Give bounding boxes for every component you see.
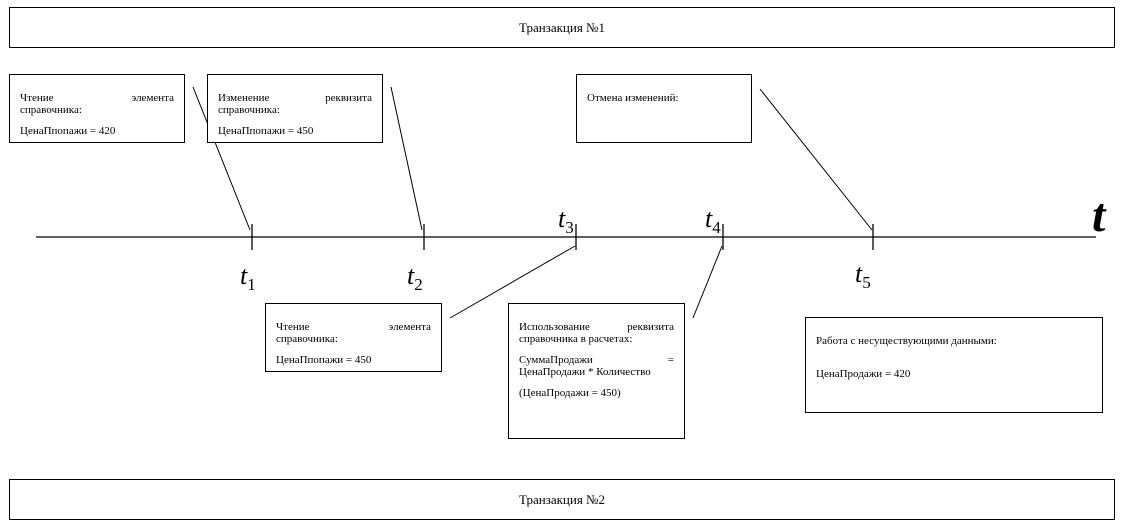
box-read-420: Чтение элемента справочника: ЦенаПпопажи… bbox=[9, 74, 185, 143]
box-cancel-changes: Отмена изменений: bbox=[576, 74, 752, 143]
box-read-450-value: ЦенаПпопажи = 450 bbox=[276, 354, 372, 366]
box-cancel-line1: Отмена изменений: bbox=[587, 92, 679, 104]
connector-read1 bbox=[192, 86, 251, 231]
box-change-line2: справочника: bbox=[218, 104, 280, 116]
box-change-line1: Изменение реквизита bbox=[218, 92, 372, 104]
tick-label-t2: t2 bbox=[407, 261, 423, 295]
connector-cancel bbox=[759, 88, 873, 231]
connector-use bbox=[692, 245, 723, 319]
box-read-450: Чтение элемента справочника: ЦенаПпопажи… bbox=[265, 303, 442, 372]
box-stale-data: Работа с несуществующими данными: ЦенаПр… bbox=[805, 317, 1103, 413]
box-change-450: Изменение реквизита справочника: ЦенаПпо… bbox=[207, 74, 383, 143]
connector-change bbox=[390, 86, 423, 231]
box-read-450-line2: справочника: bbox=[276, 333, 338, 345]
box-change-value: ЦенаПпопажи = 450 bbox=[218, 125, 314, 137]
tick-label-t5: t5 bbox=[855, 259, 871, 293]
tick-label-t4: t4 bbox=[705, 204, 721, 238]
box-stale-value: ЦенаПродажи = 420 bbox=[816, 368, 911, 380]
box-read-420-line2: справочника: bbox=[20, 104, 82, 116]
axis-label-t: t bbox=[1092, 189, 1106, 242]
transaction-2-label: Транзакция №2 bbox=[519, 491, 605, 507]
tick-label-t1: t1 bbox=[240, 261, 256, 295]
transaction-1-label: Транзакция №1 bbox=[519, 19, 605, 35]
box-read-420-line1: Чтение элемента bbox=[20, 92, 174, 104]
box-stale-line1: Работа с несуществующими данными: bbox=[816, 335, 997, 347]
tick-label-t3: t3 bbox=[558, 204, 574, 238]
box-read-450-line1: Чтение элемента bbox=[276, 321, 431, 333]
box-use-formula-line1: СуммаПродажи = bbox=[519, 354, 674, 366]
connector-read2 bbox=[449, 245, 576, 319]
box-use-in-calculations: Использование реквизита справочника в ра… bbox=[508, 303, 685, 439]
transaction-1-band: Транзакция №1 bbox=[9, 7, 1115, 48]
transaction-2-band: Транзакция №2 bbox=[9, 479, 1115, 520]
box-use-note: (ЦенаПродажи = 450) bbox=[519, 387, 621, 399]
box-use-line2: справочника в расчетах: bbox=[519, 333, 633, 345]
box-use-formula-line2: ЦенаПродажи * Количество bbox=[519, 366, 651, 378]
box-use-line1: Использование реквизита bbox=[519, 321, 674, 333]
box-read-420-value: ЦенаПпопажи = 420 bbox=[20, 125, 116, 137]
